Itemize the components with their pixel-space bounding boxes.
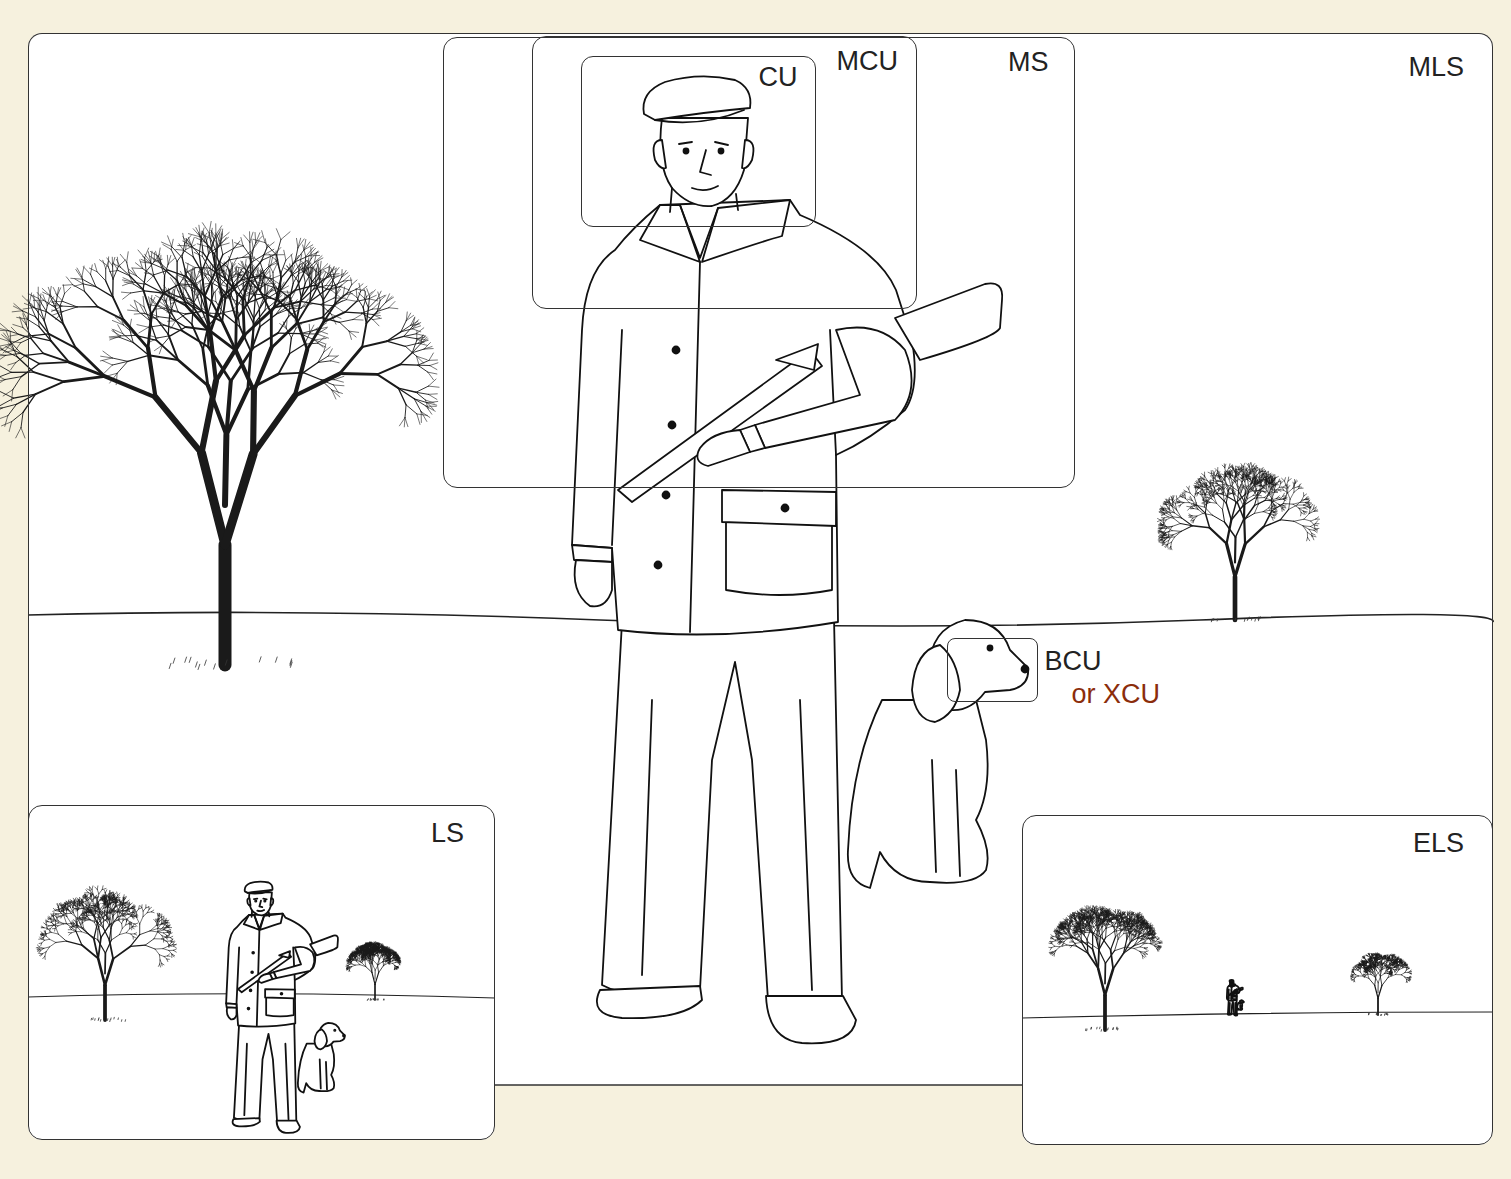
tree-branch (2, 422, 12, 426)
tree-branch (21, 428, 25, 438)
tree-branch (10, 334, 19, 336)
tree-branch (13, 324, 23, 327)
tree-branch (12, 412, 23, 421)
tree-branch (0, 408, 2, 414)
tree-branch (0, 350, 3, 352)
tree-branch (0, 391, 14, 398)
tree-branch (0, 353, 6, 355)
tree-branch (0, 355, 6, 362)
tree-branch (21, 412, 23, 427)
tree-branch (11, 336, 26, 343)
tree-branch (17, 317, 28, 319)
tree-branch (5, 416, 8, 427)
tree-branch (13, 377, 22, 390)
tree-branch (5, 377, 21, 380)
tree-branch (16, 428, 21, 438)
tree-branch (0, 365, 11, 373)
tree-branch (9, 422, 12, 432)
tree-branch (0, 372, 11, 378)
tree-branch (12, 311, 22, 312)
tree-branch (0, 406, 2, 408)
